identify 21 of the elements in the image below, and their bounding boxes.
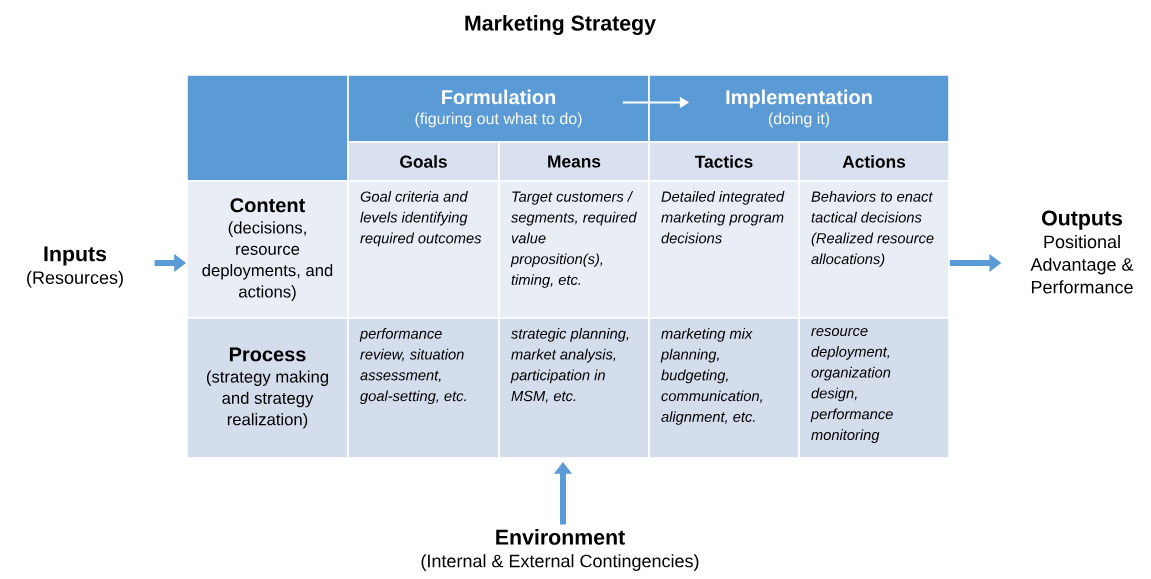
column-header: Tactics — [648, 141, 800, 182]
column-header: Means — [498, 141, 650, 182]
label-text: Outputs Positional Advantage & Performance — [1030, 210, 1134, 294]
table-cell: performance review, situation assessment, goal-setting, etc. — [347, 317, 500, 459]
table-cell: resource deployment, organization design, performance monitoring — [798, 317, 950, 459]
table-cell: Detailed integrated marketing program decisions — [648, 180, 800, 319]
table-cell: marketing mix planning, budgeting, communication, alignment, etc. — [648, 317, 800, 459]
column-header: Goals — [347, 141, 500, 182]
table-cell: Behaviors to enact tactical decisions (Realized resource allocations) — [798, 180, 950, 319]
header-cell — [186, 74, 349, 182]
label-text: Inputs (Resources) — [27, 246, 123, 288]
row-header: Content (decisions, resource deployments, and actions) — [186, 180, 349, 319]
column-header: Actions — [798, 141, 950, 182]
label-text: Environment (Internal & External Contingencies) — [421, 529, 699, 571]
table-cell: Target customers / segments, required value proposition(s), timing, etc. — [498, 180, 650, 319]
table-cell: Goal criteria and levels identifying required outcomes — [347, 180, 500, 319]
table-cell: strategic planning, market analysis, participation in MSM, etc. — [498, 317, 650, 459]
title: Marketing Strategy — [465, 15, 656, 35]
row-header: Process (strategy making and strategy realization) — [186, 317, 349, 459]
phase-header: Implementation (doing it) — [648, 74, 950, 143]
phase-header: Formulation (figuring out what to do) — [347, 74, 650, 143]
